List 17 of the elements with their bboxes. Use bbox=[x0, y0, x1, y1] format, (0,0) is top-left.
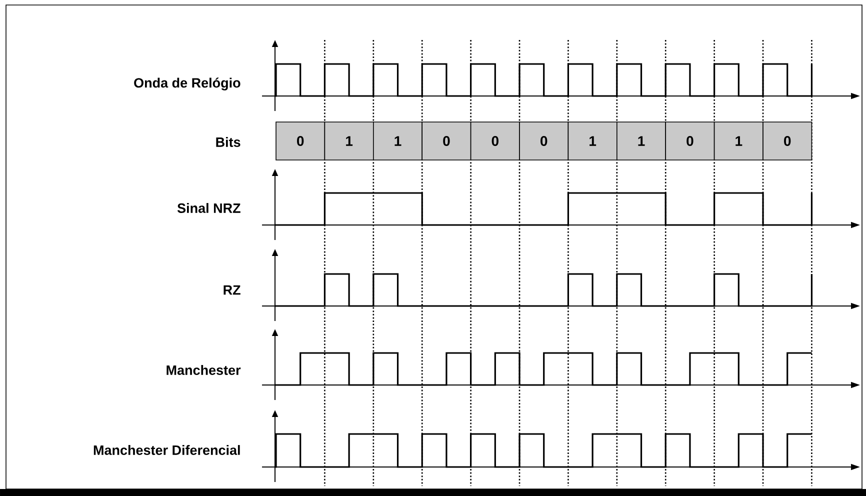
bit-cell: 1 bbox=[373, 122, 422, 160]
row-label: Manchester bbox=[166, 365, 241, 375]
bit-cell: 0 bbox=[665, 122, 715, 160]
bit-cell: 0 bbox=[470, 122, 520, 160]
bit-cell: 1 bbox=[616, 122, 666, 160]
bit-cell: 0 bbox=[762, 122, 812, 160]
bit-cell: 0 bbox=[519, 122, 569, 160]
row-label: Onda de Relógio bbox=[134, 78, 240, 90]
bit-cell: 1 bbox=[568, 122, 618, 160]
bit-cell: 1 bbox=[714, 122, 764, 160]
row-label: RZ bbox=[224, 285, 240, 295]
bit-cell: 1 bbox=[324, 122, 374, 160]
bit-cell: 0 bbox=[276, 122, 326, 160]
row-label: Manchester Diferencial bbox=[94, 445, 240, 455]
row-label: Sinal NRZ bbox=[177, 203, 240, 213]
row-label: Bits bbox=[216, 137, 240, 147]
bit-cell: 0 bbox=[422, 122, 472, 160]
